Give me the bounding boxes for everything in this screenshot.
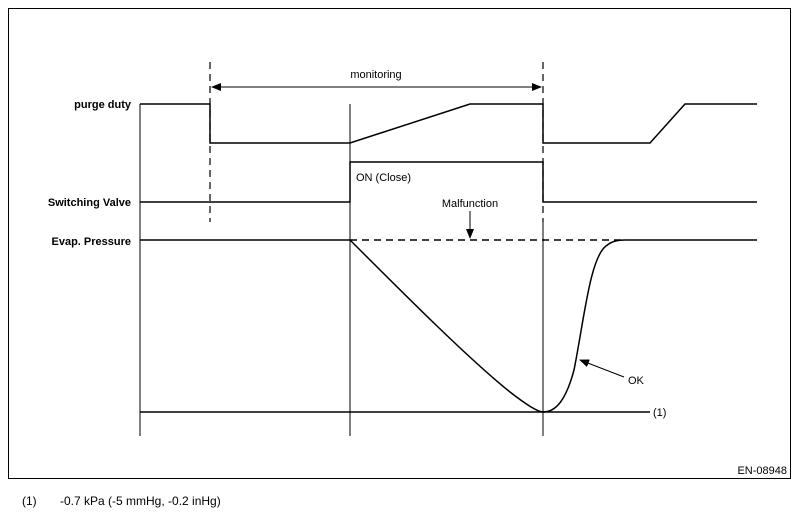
footnote-number: (1) [22, 494, 37, 508]
switching-valve-label: Switching Valve [48, 197, 131, 209]
threshold-ref-label: (1) [653, 407, 666, 419]
monitoring-label: monitoring [350, 69, 401, 81]
purge-duty-label: purge duty [74, 99, 132, 111]
ok-arrow [579, 359, 625, 378]
switching-valve-waveform [140, 161, 757, 203]
ok-label: OK [628, 375, 645, 387]
diagram-frame [8, 8, 791, 479]
on-close-label: ON (Close) [356, 172, 411, 184]
footnote-text: -0.7 kPa (-5 mmHg, -0.2 inHg) [60, 494, 221, 508]
malfunction-label: Malfunction [442, 198, 498, 210]
evap-pressure-label: Evap. Pressure [52, 236, 132, 248]
footnote: (1) -0.7 kPa (-5 mmHg, -0.2 inHg) [22, 494, 221, 508]
purge-duty-waveform [140, 103, 757, 144]
figure-id: EN-08948 [737, 465, 787, 477]
ok-pressure-curve [349, 239, 626, 413]
